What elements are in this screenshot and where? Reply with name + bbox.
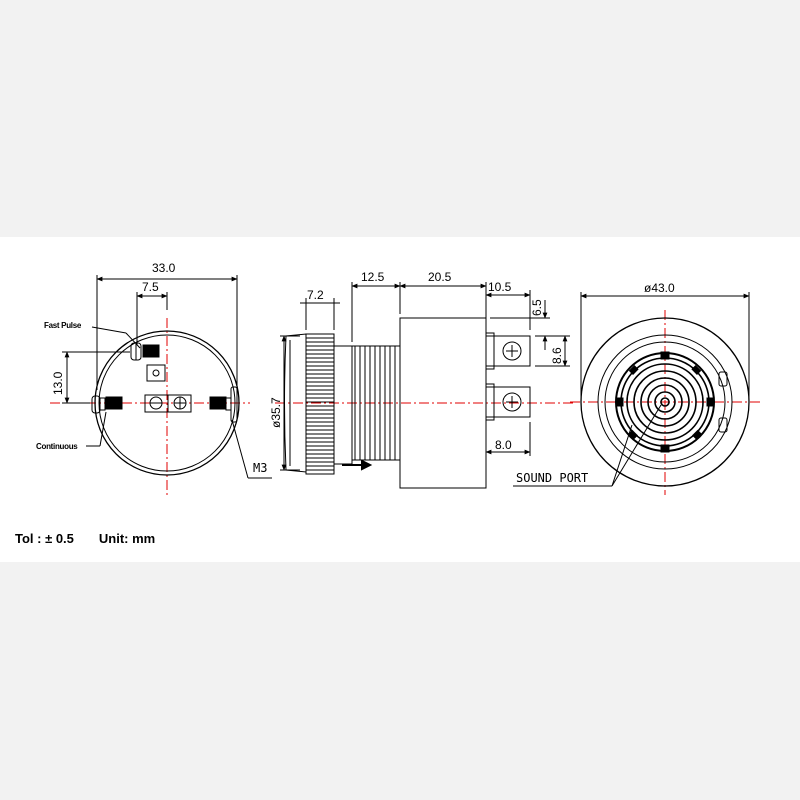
- side-view: [275, 282, 575, 489]
- technical-drawing: 33.0 7.5 13.0 Fast Pulse Continuous M3: [36, 261, 760, 495]
- side-diameter-dim: ø35.7: [269, 397, 283, 428]
- flange-dim: 7.2: [307, 288, 324, 302]
- fast-pulse-screw: [142, 344, 160, 358]
- rear-view: [513, 292, 760, 495]
- rear-diameter-dim: ø43.0: [644, 281, 675, 295]
- front-body-outer: [94, 330, 240, 476]
- fast-pulse-label: Fast Pulse: [44, 321, 82, 330]
- side-knurl: [305, 333, 335, 475]
- front-pitch-dim: 7.5: [142, 280, 159, 294]
- rear-outer-ring: [580, 317, 750, 487]
- thread-pattern: [354, 346, 396, 460]
- screw-dim: M3: [253, 461, 267, 475]
- front-height-dim: 13.0: [51, 371, 65, 395]
- sound-port-hole: [660, 397, 670, 407]
- body-dim-2: 20.5: [428, 270, 452, 284]
- right-screw: [209, 396, 227, 410]
- sound-port-label: SOUND PORT: [516, 471, 588, 485]
- terminal-gap-dim: 8.6: [550, 347, 564, 364]
- front-body-inner: [98, 334, 236, 472]
- tolerance-note: Tol : ± 0.5: [15, 531, 74, 546]
- center-contact: [146, 364, 166, 382]
- terminal-offset-dim: 6.5: [530, 299, 544, 316]
- terminal-width-dim: 8.0: [495, 438, 512, 452]
- body-dim-1: 12.5: [361, 270, 385, 284]
- knurl-pattern: [306, 337, 334, 471]
- continuous-screw: [105, 396, 123, 410]
- right-terminal: [230, 386, 238, 423]
- continuous-label: Continuous: [36, 442, 78, 451]
- front-width-dim: 33.0: [152, 261, 176, 275]
- footer-notes: Tol : ± 0.5 Unit: mm: [15, 531, 155, 546]
- unit-note: Unit: mm: [98, 531, 156, 546]
- terminal-len-dim: 10.5: [488, 280, 512, 294]
- front-view: [50, 275, 272, 495]
- mount-arrow: [342, 459, 373, 471]
